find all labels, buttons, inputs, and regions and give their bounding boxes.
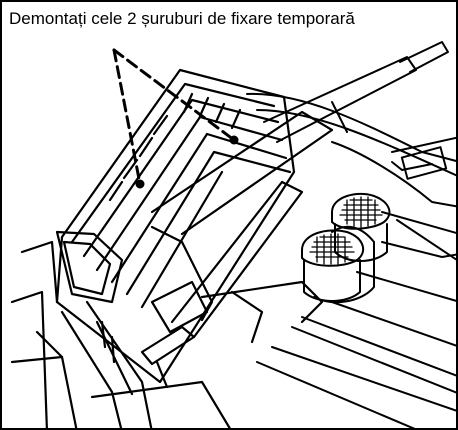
leader-lines — [112, 48, 236, 186]
fan-upper — [331, 192, 391, 262]
fan-icon — [301, 229, 365, 267]
fan-lower — [301, 229, 365, 302]
screw-icon — [135, 135, 239, 189]
handle-rod — [263, 41, 449, 143]
rear-housing — [246, 92, 456, 428]
instruction-caption: Demontați cele 2 șuruburi de fixare temp… — [9, 9, 355, 28]
support-frame — [10, 110, 334, 428]
fan-icon — [331, 192, 391, 230]
